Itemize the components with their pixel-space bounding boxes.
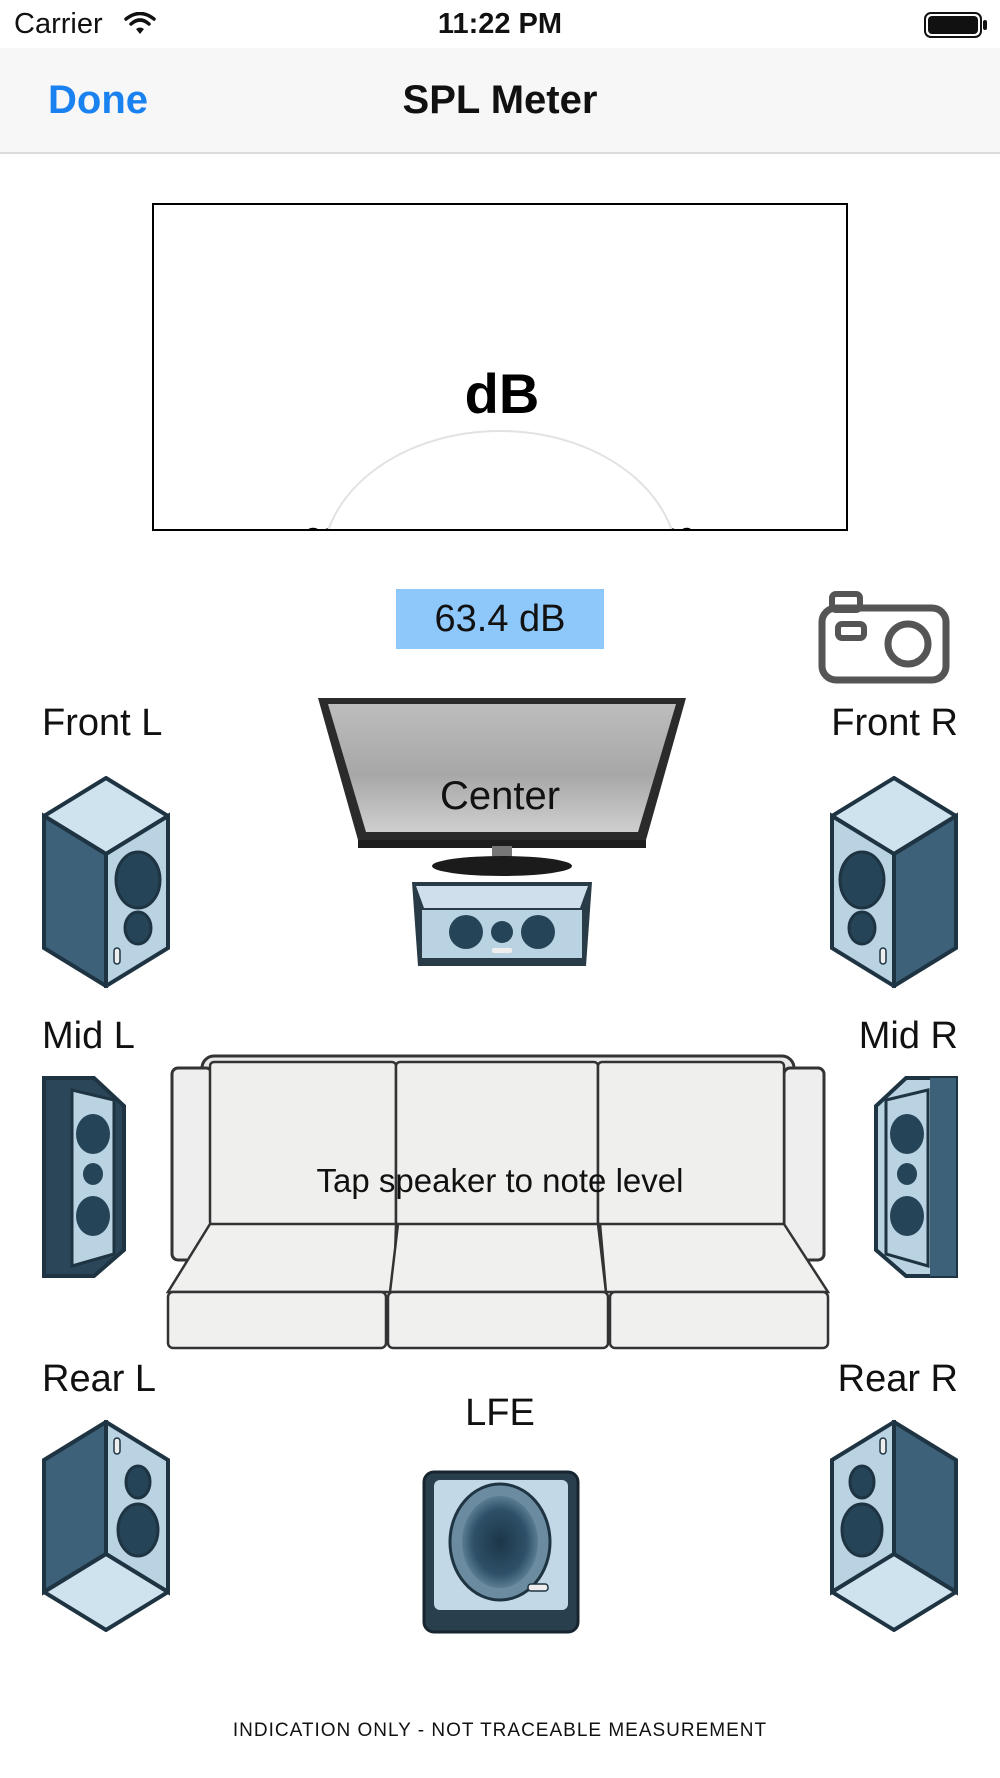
mid-right-speaker[interactable] xyxy=(874,1076,958,1278)
done-button[interactable]: Done xyxy=(48,78,148,122)
camera-icon[interactable] xyxy=(818,588,950,684)
meter-scale-label-30: 30 xyxy=(305,523,338,529)
mid-right-label: Mid R xyxy=(858,1015,958,1057)
meter-dial: 30405060708090 dB xyxy=(305,362,695,529)
carrier-label: Carrier xyxy=(14,8,103,40)
center-label: Center xyxy=(439,774,561,818)
front-right-speaker[interactable] xyxy=(830,776,958,988)
battery-icon xyxy=(924,12,987,38)
spl-meter-gauge: 30405060708090 dB xyxy=(152,203,848,531)
front-left-label: Front L xyxy=(42,702,163,744)
status-bar: Carrier 11:22 PM xyxy=(0,0,1000,48)
lfe-label: LFE xyxy=(465,1392,535,1434)
navigation-bar: Done SPL Meter xyxy=(0,48,1000,154)
meter-unit-label: dB xyxy=(465,362,540,425)
level-readout: 63.4 dB xyxy=(396,589,604,649)
lfe-subwoofer[interactable] xyxy=(422,1470,580,1634)
needle-hub xyxy=(327,430,673,529)
rear-left-speaker[interactable] xyxy=(42,1420,170,1632)
center-speaker-tv[interactable] xyxy=(316,694,688,976)
meter-scale-label-90: 90 xyxy=(662,523,695,529)
front-left-speaker[interactable] xyxy=(42,776,170,988)
wifi-icon xyxy=(124,12,156,34)
rear-right-label: Rear R xyxy=(837,1358,958,1400)
mid-left-label: Mid L xyxy=(42,1015,135,1057)
mid-left-speaker[interactable] xyxy=(42,1076,126,1278)
rear-right-speaker[interactable] xyxy=(830,1420,958,1632)
disclaimer: INDICATION ONLY - NOT TRACEABLE MEASUREM… xyxy=(232,1720,768,1741)
page-title: SPL Meter xyxy=(402,78,598,122)
tap-hint: Tap speaker to note level xyxy=(316,1162,684,1199)
couch-illustration xyxy=(166,1054,830,1350)
status-time: 11:22 PM xyxy=(437,8,563,40)
front-right-label: Front R xyxy=(831,702,958,744)
rear-left-label: Rear L xyxy=(42,1358,157,1400)
